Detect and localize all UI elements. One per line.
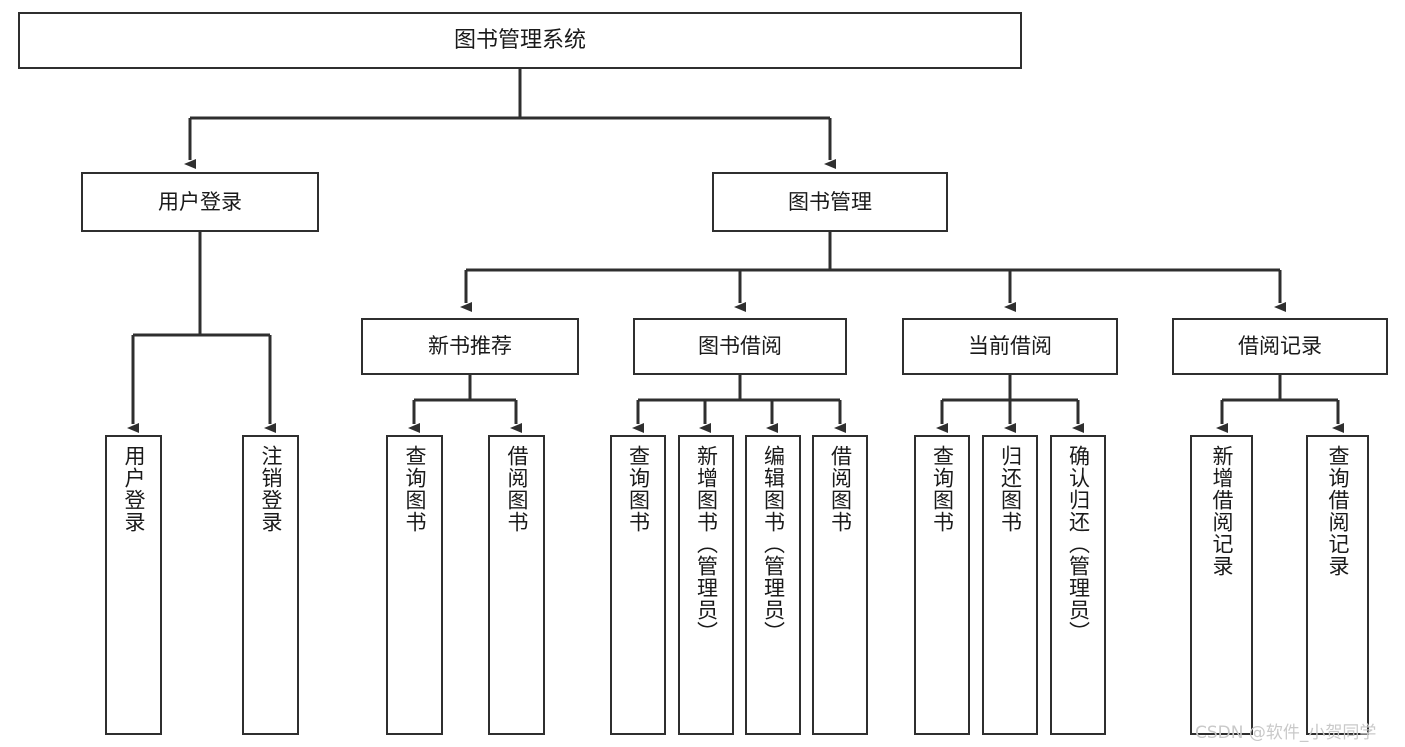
leaf-records-query-record-label: 查询借阅记录 xyxy=(1326,445,1350,577)
leaf-current-confirm-return-admin[interactable]: 确认归还（管理员） xyxy=(1050,435,1106,735)
leaf-borrow-borrow-book-label: 借阅图书 xyxy=(828,445,853,533)
leaf-borrow-borrow-book[interactable]: 借阅图书 xyxy=(812,435,868,735)
leaf-current-confirm-return-admin-label: 确认归还（管理员） xyxy=(1066,445,1091,643)
leaf-records-add-record-label: 新增借阅记录 xyxy=(1210,445,1234,577)
leaf-new-books-query-book[interactable]: 查询图书 xyxy=(386,435,443,735)
leaf-user-login-label: 用户登录 xyxy=(122,445,146,533)
leaf-current-return-book[interactable]: 归还图书 xyxy=(982,435,1038,735)
node-borrow-records[interactable]: 借阅记录 xyxy=(1172,318,1388,375)
leaf-new-books-borrow-book-label: 借阅图书 xyxy=(505,445,529,533)
csdn-watermark: CSDN @软件_小贺同学 xyxy=(1195,723,1377,743)
leaf-borrow-query-book-label: 查询图书 xyxy=(626,445,651,533)
node-book-management[interactable]: 图书管理 xyxy=(712,172,948,232)
node-book-management-label: 图书管理 xyxy=(788,189,872,214)
node-book-borrow[interactable]: 图书借阅 xyxy=(633,318,847,375)
node-user-login[interactable]: 用户登录 xyxy=(81,172,319,232)
node-root-label: 图书管理系统 xyxy=(453,27,586,53)
node-current-borrow[interactable]: 当前借阅 xyxy=(902,318,1118,375)
leaf-logout[interactable]: 注销登录 xyxy=(242,435,299,735)
leaf-records-query-record[interactable]: 查询借阅记录 xyxy=(1306,435,1369,735)
node-root[interactable]: 图书管理系统 xyxy=(18,12,1022,69)
leaf-new-books-borrow-book[interactable]: 借阅图书 xyxy=(488,435,545,735)
leaf-logout-label: 注销登录 xyxy=(259,445,283,533)
leaf-current-query-book[interactable]: 查询图书 xyxy=(914,435,970,735)
leaf-current-query-book-label: 查询图书 xyxy=(930,445,955,533)
leaf-new-books-query-book-label: 查询图书 xyxy=(403,445,427,533)
leaf-records-add-record[interactable]: 新增借阅记录 xyxy=(1190,435,1253,735)
leaf-borrow-edit-book-admin-label: 编辑图书（管理员） xyxy=(761,445,786,643)
node-current-borrow-label: 当前借阅 xyxy=(968,334,1052,359)
leaf-borrow-query-book[interactable]: 查询图书 xyxy=(610,435,666,735)
leaf-borrow-edit-book-admin[interactable]: 编辑图书（管理员） xyxy=(745,435,801,735)
node-user-login-label: 用户登录 xyxy=(158,189,242,214)
leaf-borrow-add-book-admin-label: 新增图书（管理员） xyxy=(694,445,719,643)
node-new-book-recommend[interactable]: 新书推荐 xyxy=(361,318,579,375)
node-borrow-records-label: 借阅记录 xyxy=(1238,334,1322,359)
node-new-book-recommend-label: 新书推荐 xyxy=(428,334,512,359)
node-book-borrow-label: 图书借阅 xyxy=(698,334,782,359)
leaf-user-login[interactable]: 用户登录 xyxy=(105,435,162,735)
leaf-borrow-add-book-admin[interactable]: 新增图书（管理员） xyxy=(678,435,734,735)
leaf-current-return-book-label: 归还图书 xyxy=(998,445,1023,533)
